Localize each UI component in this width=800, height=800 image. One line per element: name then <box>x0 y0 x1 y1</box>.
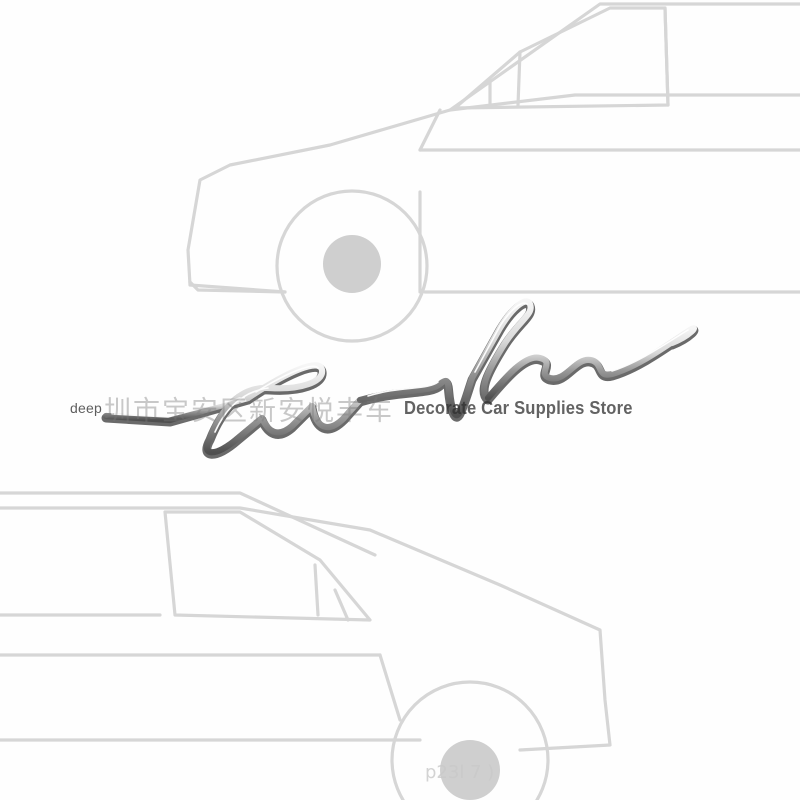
bottom-car-roof <box>0 491 377 557</box>
top-car-body <box>186 93 800 294</box>
watermark-store-cn: 圳市宝安区新安悦丰车 <box>103 395 394 427</box>
watermark-prefix: deep <box>70 400 102 416</box>
bottom-wheel-hub <box>440 740 500 800</box>
top-car-roof <box>448 2 800 112</box>
top-car-window <box>453 6 670 110</box>
bottom-car-window <box>163 510 372 622</box>
watermark-bottom-fragment: p23l 7 ) <box>425 762 495 783</box>
bottom-wheel <box>390 680 550 800</box>
top-wheel <box>275 189 429 343</box>
store-watermark: deep 圳市宝安区新安悦丰车 Decorate Car Supplies St… <box>70 393 750 427</box>
bottom-car-body <box>0 506 612 752</box>
watermark-store-en: Decorate Car Supplies Store <box>403 397 633 418</box>
top-wheel-hub <box>323 235 381 293</box>
